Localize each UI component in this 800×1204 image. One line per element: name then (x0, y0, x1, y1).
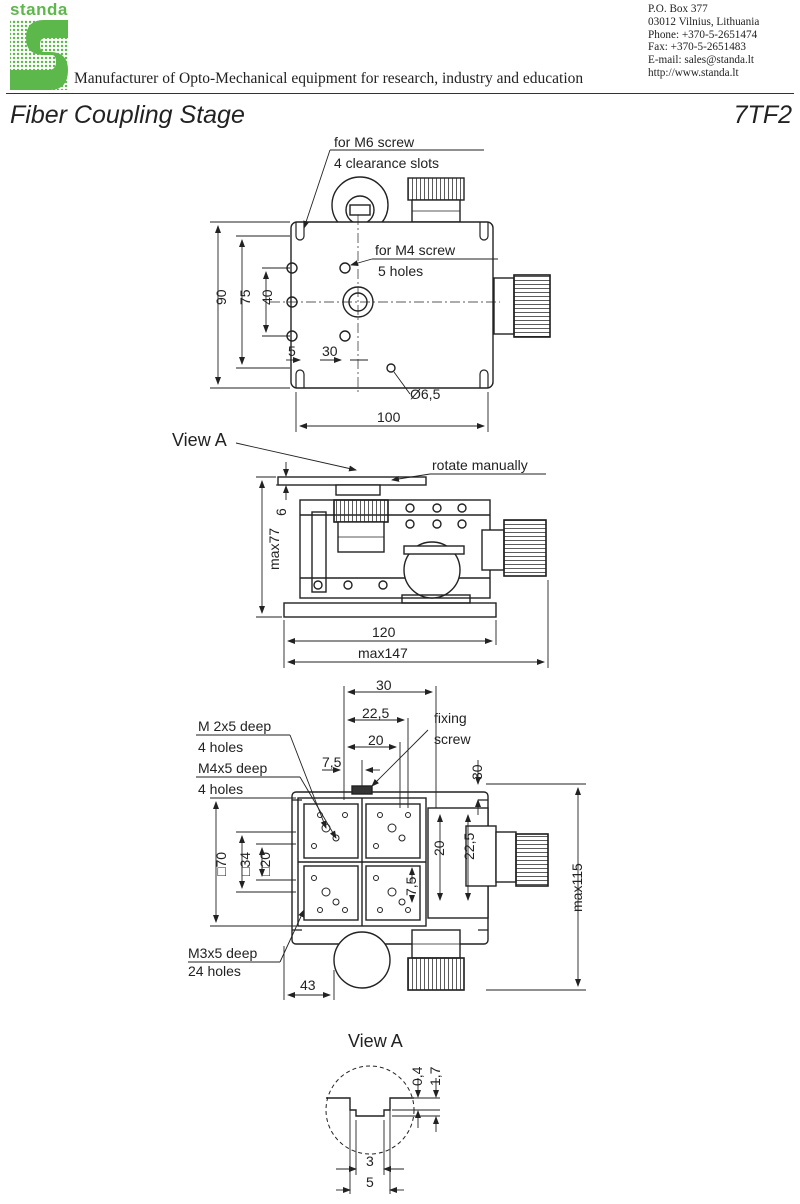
dim-right-22-5: 22,5 (461, 833, 477, 860)
m2-callout-line1: M 2x5 deep (198, 718, 271, 734)
front-view (188, 686, 586, 1000)
dim-30: 30 (322, 343, 338, 359)
dim-90: 90 (213, 289, 229, 305)
dim-5: 5 (366, 1174, 374, 1190)
dim-right-30: 30 (469, 764, 485, 780)
model-number: 7TF2 (733, 101, 792, 129)
micrometer-top (407, 177, 465, 223)
contact-block: P.O. Box 377 03012 Vilnius, Lithuania Ph… (648, 3, 759, 80)
top-base-plate (290, 221, 494, 389)
side-view-labels: View A rotate manually 6 max77 120 max14… (172, 430, 528, 661)
side-wheel (403, 541, 461, 599)
dim-20: 20 (368, 732, 384, 748)
logo-wordmark: standa (10, 0, 68, 19)
dim-3: 3 (366, 1153, 374, 1169)
m6-callout-line2: 4 clearance slots (334, 155, 439, 171)
fixing-screw-line1: fixing (434, 710, 467, 726)
dim-lower-7-5: 7,5 (403, 876, 419, 896)
m6-callout-line1: for M6 screw (334, 134, 415, 150)
detail-view-label: View A (348, 1031, 403, 1051)
dim-square-70: □70 (213, 852, 229, 876)
dim-0-4: 0,4 (409, 1066, 425, 1086)
dim-hole-diameter: Ø6,5 (410, 386, 441, 402)
contact-line: Phone: +370-5-2651474 (648, 28, 758, 41)
dim-square-34: □34 (237, 852, 253, 876)
dim-max147: max147 (358, 645, 408, 661)
rotate-manually-label: rotate manually (432, 457, 528, 473)
front-view-labels: 30 22,5 20 7,5 fixing screw M 2x5 deep 4… (188, 677, 585, 993)
m4-callout-line2: 4 holes (198, 781, 243, 797)
front-wheel (333, 931, 391, 989)
standa-logo (10, 20, 68, 90)
top-view (210, 149, 551, 432)
dim-top-30: 30 (376, 677, 392, 693)
dim-right-20: 20 (431, 840, 447, 856)
contact-line: 03012 Vilnius, Lithuania (648, 15, 760, 28)
dim-max115: max115 (569, 863, 585, 912)
contact-email: E-mail: sales@standa.lt (648, 54, 754, 67)
dim-7-5: 7,5 (322, 754, 342, 770)
contact-website: http://www.standa.lt (648, 66, 739, 79)
dim-6: 6 (273, 508, 289, 516)
m2-callout-line2: 4 holes (198, 739, 243, 755)
m3-callout-line1: M3x5 deep (188, 945, 257, 961)
company-tagline: Manufacturer of Opto-Mechanical equipmen… (74, 70, 584, 87)
micrometer-right (493, 274, 551, 338)
page-title: Fiber Coupling Stage (10, 101, 245, 129)
contact-line: P.O. Box 377 (648, 3, 708, 15)
dim-120: 120 (372, 624, 396, 640)
side-view (235, 442, 549, 668)
header-divider (6, 93, 794, 94)
top-view-labels: for M6 screw 4 clearance slots for M4 sc… (213, 134, 456, 425)
view-a-label: View A (172, 430, 227, 450)
m4-callout-line1: for M4 screw (375, 242, 456, 258)
dim-5: 5 (288, 343, 296, 359)
detail-view-labels: View A 0,4 1,7 3 5 (348, 1031, 443, 1190)
dim-43: 43 (300, 977, 316, 993)
dim-100: 100 (377, 409, 401, 425)
dim-max77: max77 (266, 528, 282, 570)
dim-75: 75 (237, 289, 253, 305)
contact-line: Fax: +370-5-2651483 (648, 41, 746, 54)
m4-callout-line2: 5 holes (378, 263, 423, 279)
fixing-screw-line2: screw (434, 731, 471, 747)
dim-square-20: □20 (257, 852, 273, 876)
dim-40: 40 (259, 289, 275, 305)
detail-view-a (325, 1065, 440, 1194)
m4-callout-line1: M4x5 deep (198, 760, 267, 776)
header: standa Manufacturer of Opto-Mechanical e… (0, 0, 800, 95)
dim-1-7: 1,7 (427, 1066, 443, 1086)
m3-callout-line2: 24 holes (188, 963, 241, 979)
dim-22-5: 22,5 (362, 705, 389, 721)
